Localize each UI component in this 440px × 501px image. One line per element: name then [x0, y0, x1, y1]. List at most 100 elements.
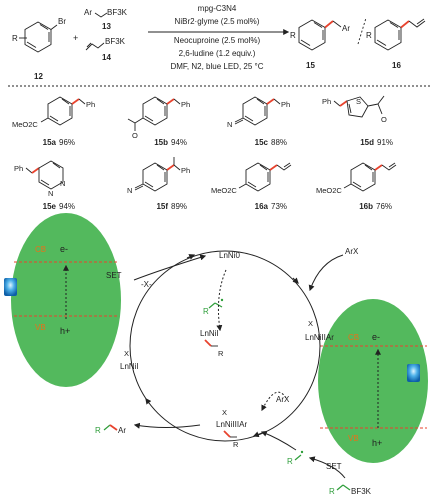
substituent-16b: MeO2C	[316, 186, 342, 195]
nitrogen-15e-2: N	[48, 189, 53, 198]
borate-r-label: R	[329, 487, 335, 496]
arx-top-label: ArX	[345, 247, 359, 256]
arx-second: ArX	[261, 391, 290, 412]
borate-bf3k-label: BF3K	[351, 487, 372, 496]
yield-15c: 88%	[271, 138, 287, 147]
alkyl-radical: R	[203, 269, 227, 332]
set-right: R SET R BF3K	[260, 430, 372, 496]
product-16: R 16	[366, 18, 426, 70]
ni1-x-species: X LnNiI	[120, 349, 139, 371]
r-label-ni3: R	[233, 440, 239, 449]
yield-16b: 76%	[376, 202, 392, 211]
condition-solvent: DMF, N2, blue LED, 25 °C	[170, 62, 263, 71]
product-15c: Ph N 15c 88%	[227, 96, 290, 147]
led-icon-right	[407, 364, 420, 382]
yield-16a: 73%	[271, 202, 287, 211]
x-label-ni2: X	[308, 319, 313, 328]
product-15: Ar R 15	[290, 19, 350, 70]
ni2-aryl-species: X LnNiIIAr	[305, 319, 334, 342]
condition-ligand: Neocuproine (2.5 mol%)	[174, 36, 261, 45]
substituent-15a: MeO2C	[12, 120, 38, 129]
group-15e: Ph	[14, 164, 23, 173]
yield-15b: 94%	[171, 138, 187, 147]
name-15a: 15a	[43, 138, 57, 147]
yield-15f: 89%	[171, 202, 187, 211]
ni1-label: LnNiI	[120, 362, 139, 371]
r-label-ni1: R	[218, 349, 224, 358]
group-15b: Ph	[181, 100, 190, 109]
yield-15e: 94%	[59, 202, 75, 211]
semiconductor-right: CB VB e- h+	[318, 299, 428, 463]
ni1-radical-label: LnNiI	[200, 329, 219, 338]
set-right-label: SET	[326, 462, 342, 471]
product-output: R Ar	[95, 422, 201, 435]
group-15d: Ph	[322, 97, 331, 106]
aryl-label: Ar	[84, 8, 92, 17]
substituent-16a: MeO2C	[211, 186, 237, 195]
group-15f: Ph	[181, 166, 190, 175]
yield-15d: 91%	[377, 138, 393, 147]
radical-label: R	[203, 307, 209, 316]
hole-left: h+	[60, 326, 70, 336]
x-label-ni1: X	[124, 349, 129, 358]
radical-right-label: R	[287, 457, 293, 466]
aryl-label-15: Ar	[342, 24, 350, 33]
ni1-radical-species: LnNiI R	[200, 329, 224, 358]
name-15d: 15d	[360, 138, 374, 147]
name-16a: 16a	[255, 202, 269, 211]
yield-15a: 96%	[59, 138, 75, 147]
set-left-label: SET	[106, 271, 122, 280]
product-ar-label: Ar	[118, 426, 126, 435]
bf3k-label-14: BF3K	[105, 37, 126, 46]
product-separator	[357, 17, 367, 45]
vb-label-right: VB	[348, 434, 359, 443]
product-16b: MeO2C 16b 76%	[316, 162, 397, 211]
name-15e: 15e	[43, 202, 57, 211]
reactant-12: Br R 12	[12, 17, 66, 81]
plus-sign: +	[73, 33, 78, 43]
cb-label-left: CB	[35, 245, 46, 254]
semiconductor-left: CB VB e- h+	[11, 213, 121, 387]
name-15c: 15c	[255, 138, 269, 147]
r-label-15: R	[290, 31, 296, 40]
minus-x-label: -X-	[141, 280, 152, 289]
substituent-15f: N	[127, 186, 132, 195]
substituent-15c: N	[227, 120, 232, 129]
ni2-label: LnNiIIAr	[305, 333, 334, 342]
r-label: R	[12, 34, 18, 43]
product-16a: MeO2C 16a 73%	[211, 162, 292, 211]
compound-14-label: 14	[102, 53, 111, 62]
name-15b: 15b	[154, 138, 168, 147]
condition-nickel: NiBr2·glyme (2.5 mol%)	[175, 17, 260, 26]
cb-label-right: CB	[348, 333, 359, 342]
product-15f: Ph N 15f 89%	[127, 157, 190, 211]
electron-left: e-	[60, 244, 68, 254]
reactant-13: Ar BF3K 13	[84, 8, 128, 31]
product-15d: Ph S O 15d 91%	[322, 95, 393, 147]
electron-right: e-	[372, 332, 380, 342]
sulfur-15d: S	[356, 97, 361, 106]
ni0-label: LnNi0	[219, 251, 240, 260]
ni0-species: LnNi0	[219, 251, 240, 260]
nitrogen-15e-1: N	[60, 179, 65, 188]
bromo-label: Br	[58, 17, 66, 26]
r-label-16: R	[366, 31, 372, 40]
product-r-label: R	[95, 426, 101, 435]
condition-catalyst: mpg-C3N4	[198, 4, 237, 13]
condition-base: 2,6-ludine (1.2 equiv.)	[179, 49, 256, 58]
product-15e: Ph N N 15e 94%	[14, 160, 75, 211]
set-left: SET -X-	[106, 254, 207, 289]
reaction-conditions: mpg-C3N4 NiBr2·glyme (2.5 mol%) Neocupro…	[170, 4, 263, 71]
compound-16-label: 16	[392, 61, 401, 70]
led-icon	[4, 278, 17, 296]
compound-12-label: 12	[34, 72, 43, 81]
group-15c: Ph	[281, 100, 290, 109]
oxygen-15d: O	[381, 115, 387, 124]
name-16b: 16b	[359, 202, 373, 211]
reactant-14: BF3K 14	[85, 37, 126, 62]
product-15b: Ph O 15b 94%	[127, 96, 190, 147]
ni3-label: LnNiIIIAr	[216, 420, 247, 429]
group-15a: Ph	[86, 100, 95, 109]
vb-label-left: VB	[35, 323, 46, 332]
